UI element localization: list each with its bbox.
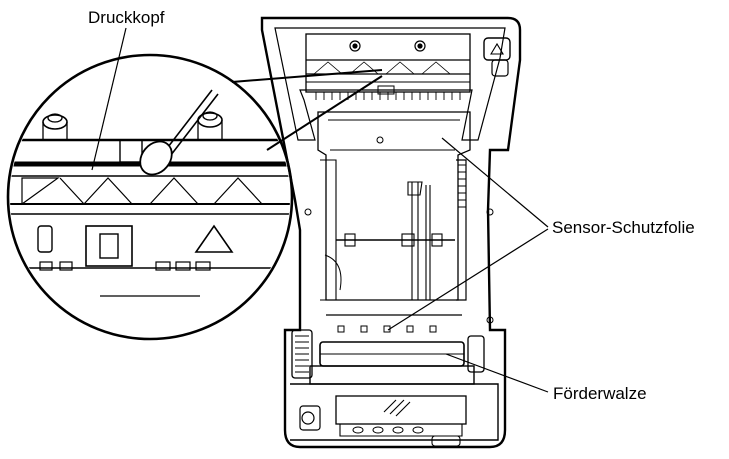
sensor-film-label: Sensor-Schutzfolie: [552, 218, 695, 237]
magnifier-contents: [10, 89, 290, 297]
leader-print-head: [91, 27, 127, 171]
leader-sensor-film-upper: [441, 137, 549, 228]
printer-body: [260, 16, 522, 449]
feed-roller-label: Förderwalze: [553, 384, 647, 403]
leader-feed-roller: [445, 353, 549, 393]
leader-lines: [91, 27, 549, 393]
magnifier-detail: [6, 53, 383, 341]
leader-sensor-film-lower: [387, 228, 549, 331]
print-head-label: Druckkopf: [88, 8, 165, 27]
